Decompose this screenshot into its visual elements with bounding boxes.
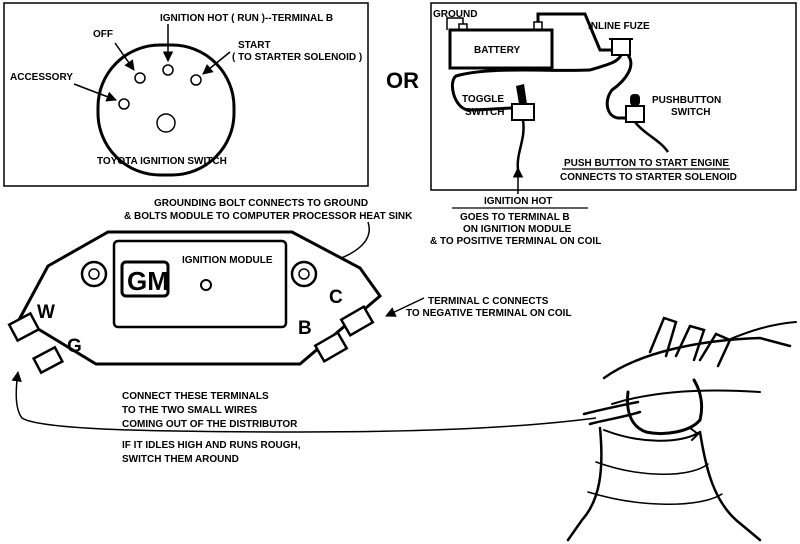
start-arrow [202, 51, 231, 75]
terminal-c-blade [339, 304, 375, 338]
right-panel-frame [430, 2, 797, 191]
connect-note-1: CONNECT THESE TERMINALS [122, 391, 269, 402]
toggle-label-1: TOGGLE [462, 94, 504, 105]
terminal-g-label: G [67, 336, 82, 357]
terminal-off [134, 72, 146, 84]
accessory-arrow [73, 83, 117, 102]
ignition-switch-body [96, 43, 236, 177]
module-title: IGNITION MODULE [182, 255, 273, 266]
left-mount-bolt-inner [88, 268, 100, 280]
pushbutton-cap [630, 94, 640, 106]
battery-to-fuse-wire [536, 12, 612, 52]
hot-label: IGNITION HOT ( RUN )--TERMINAL B [160, 13, 333, 24]
distributor-cap-bottom [611, 389, 761, 405]
ignition-switch-panel: IGNITION HOT ( RUN )--TERMINAL B OFF STA… [3, 2, 369, 187]
terminal-w-label: W [37, 302, 55, 323]
connect-note-2: TO THE TWO SMALL WIRES [122, 405, 258, 416]
switch-wiring-panel: GROUND BATTERY INLINE FUZE TOGGLE SWITCH… [430, 2, 797, 191]
connect-note-5: SWITCH THEM AROUND [122, 454, 239, 465]
switch-center-hole [156, 113, 176, 133]
battery-label: BATTERY [474, 45, 520, 56]
toggle-lever [516, 84, 527, 104]
connect-note-3: COMING OUT OF THE DISTRIBUTOR [122, 419, 298, 430]
grounding-bolt-inner [298, 268, 310, 280]
push-note-2: CONNECTS TO STARTER SOLENOID [560, 172, 737, 183]
distributor-connector-3 [698, 332, 732, 368]
left-panel-frame [3, 2, 369, 187]
toggle-output-wire [516, 119, 525, 171]
fuse-label: INLINE FUZE [588, 21, 650, 32]
gm-logo: GM [127, 266, 169, 296]
terminal-c-note-2: TO NEGATIVE TERMINAL ON COIL [406, 308, 572, 319]
terminal-c-arrow [385, 297, 425, 317]
module-center-plate [112, 239, 288, 329]
distributor-clamp [626, 378, 704, 435]
distributor-ring-2 [595, 461, 709, 475]
gm-logo-box [120, 260, 170, 298]
terminal-c-label: C [329, 287, 343, 308]
switch-title: TOYOTA IGNITION SWITCH [97, 156, 227, 167]
toggle-label-2: SWITCH [465, 107, 504, 118]
distributor-small-wire-1 [582, 400, 640, 416]
distributor-ring-3 [587, 491, 723, 505]
grounding-line1: GROUNDING BOLT CONNECTS TO GROUND [154, 198, 368, 209]
ign-hot-line3: & TO POSITIVE TERMINAL ON COIL [430, 236, 601, 247]
distributor-body-left [566, 426, 603, 542]
or-label: OR [386, 68, 419, 93]
ign-hot-line1: GOES TO TERMINAL B [460, 212, 570, 223]
terminal-c-note-1: TERMINAL C CONNECTS [428, 296, 549, 307]
module-housing [18, 230, 383, 366]
terminal-start [190, 74, 202, 86]
terminal-w-blade [7, 311, 41, 343]
ignition-module: GM IGNITION MODULE W G B C [7, 230, 383, 375]
left-mount-bolt [80, 260, 108, 288]
start-sub-label: ( TO STARTER SOLENOID ) [232, 52, 362, 63]
distributor-connector-2 [674, 324, 706, 362]
grounding-line2: & BOLTS MODULE TO COMPUTER PROCESSOR HEA… [124, 211, 413, 222]
off-arrow [114, 42, 135, 71]
terminal-g-blade [31, 345, 65, 375]
terminal-b-label: B [298, 318, 312, 339]
distributor-coil-wire [727, 321, 797, 341]
battery-body [448, 28, 554, 70]
ground-wire [446, 17, 464, 30]
fuse-to-toggle-wire [451, 54, 623, 112]
ign-hot-title: IGNITION HOT [484, 196, 552, 207]
pushbutton-body [625, 105, 645, 123]
grounding-bolt [290, 260, 318, 288]
distributor-small-wire-2 [588, 410, 642, 426]
distributor-bolt [689, 427, 700, 441]
inline-fuse [611, 38, 631, 56]
fuse-to-push-wire [605, 54, 633, 120]
push-label-1: PUSHBUTTON [652, 95, 721, 106]
toggle-switch-body [511, 103, 535, 121]
terminal-accessory [118, 98, 130, 110]
distributor-body-right [698, 430, 762, 542]
connect-arrow [11, 370, 597, 433]
off-label: OFF [93, 29, 113, 40]
connect-note-4: IF IT IDLES HIGH AND RUNS ROUGH, [122, 440, 301, 451]
terminal-run [162, 64, 174, 76]
push-note-1: PUSH BUTTON TO START ENGINE [564, 158, 729, 169]
module-center-rivet [200, 279, 212, 291]
pushbutton-output-wire [634, 121, 670, 153]
terminal-b-blade [313, 330, 349, 364]
accessory-label: ACCESSORY [10, 72, 73, 83]
ign-hot-line2: ON IGNITION MODULE [463, 224, 572, 235]
push-label-2: SWITCH [671, 107, 710, 118]
distributor-ring-1 [603, 429, 701, 442]
distributor-illustration [566, 316, 797, 542]
distributor-cap-outline [602, 336, 792, 380]
distributor-connector-1 [648, 316, 678, 358]
start-label: START [238, 40, 271, 51]
ground-label: GROUND [433, 9, 477, 20]
